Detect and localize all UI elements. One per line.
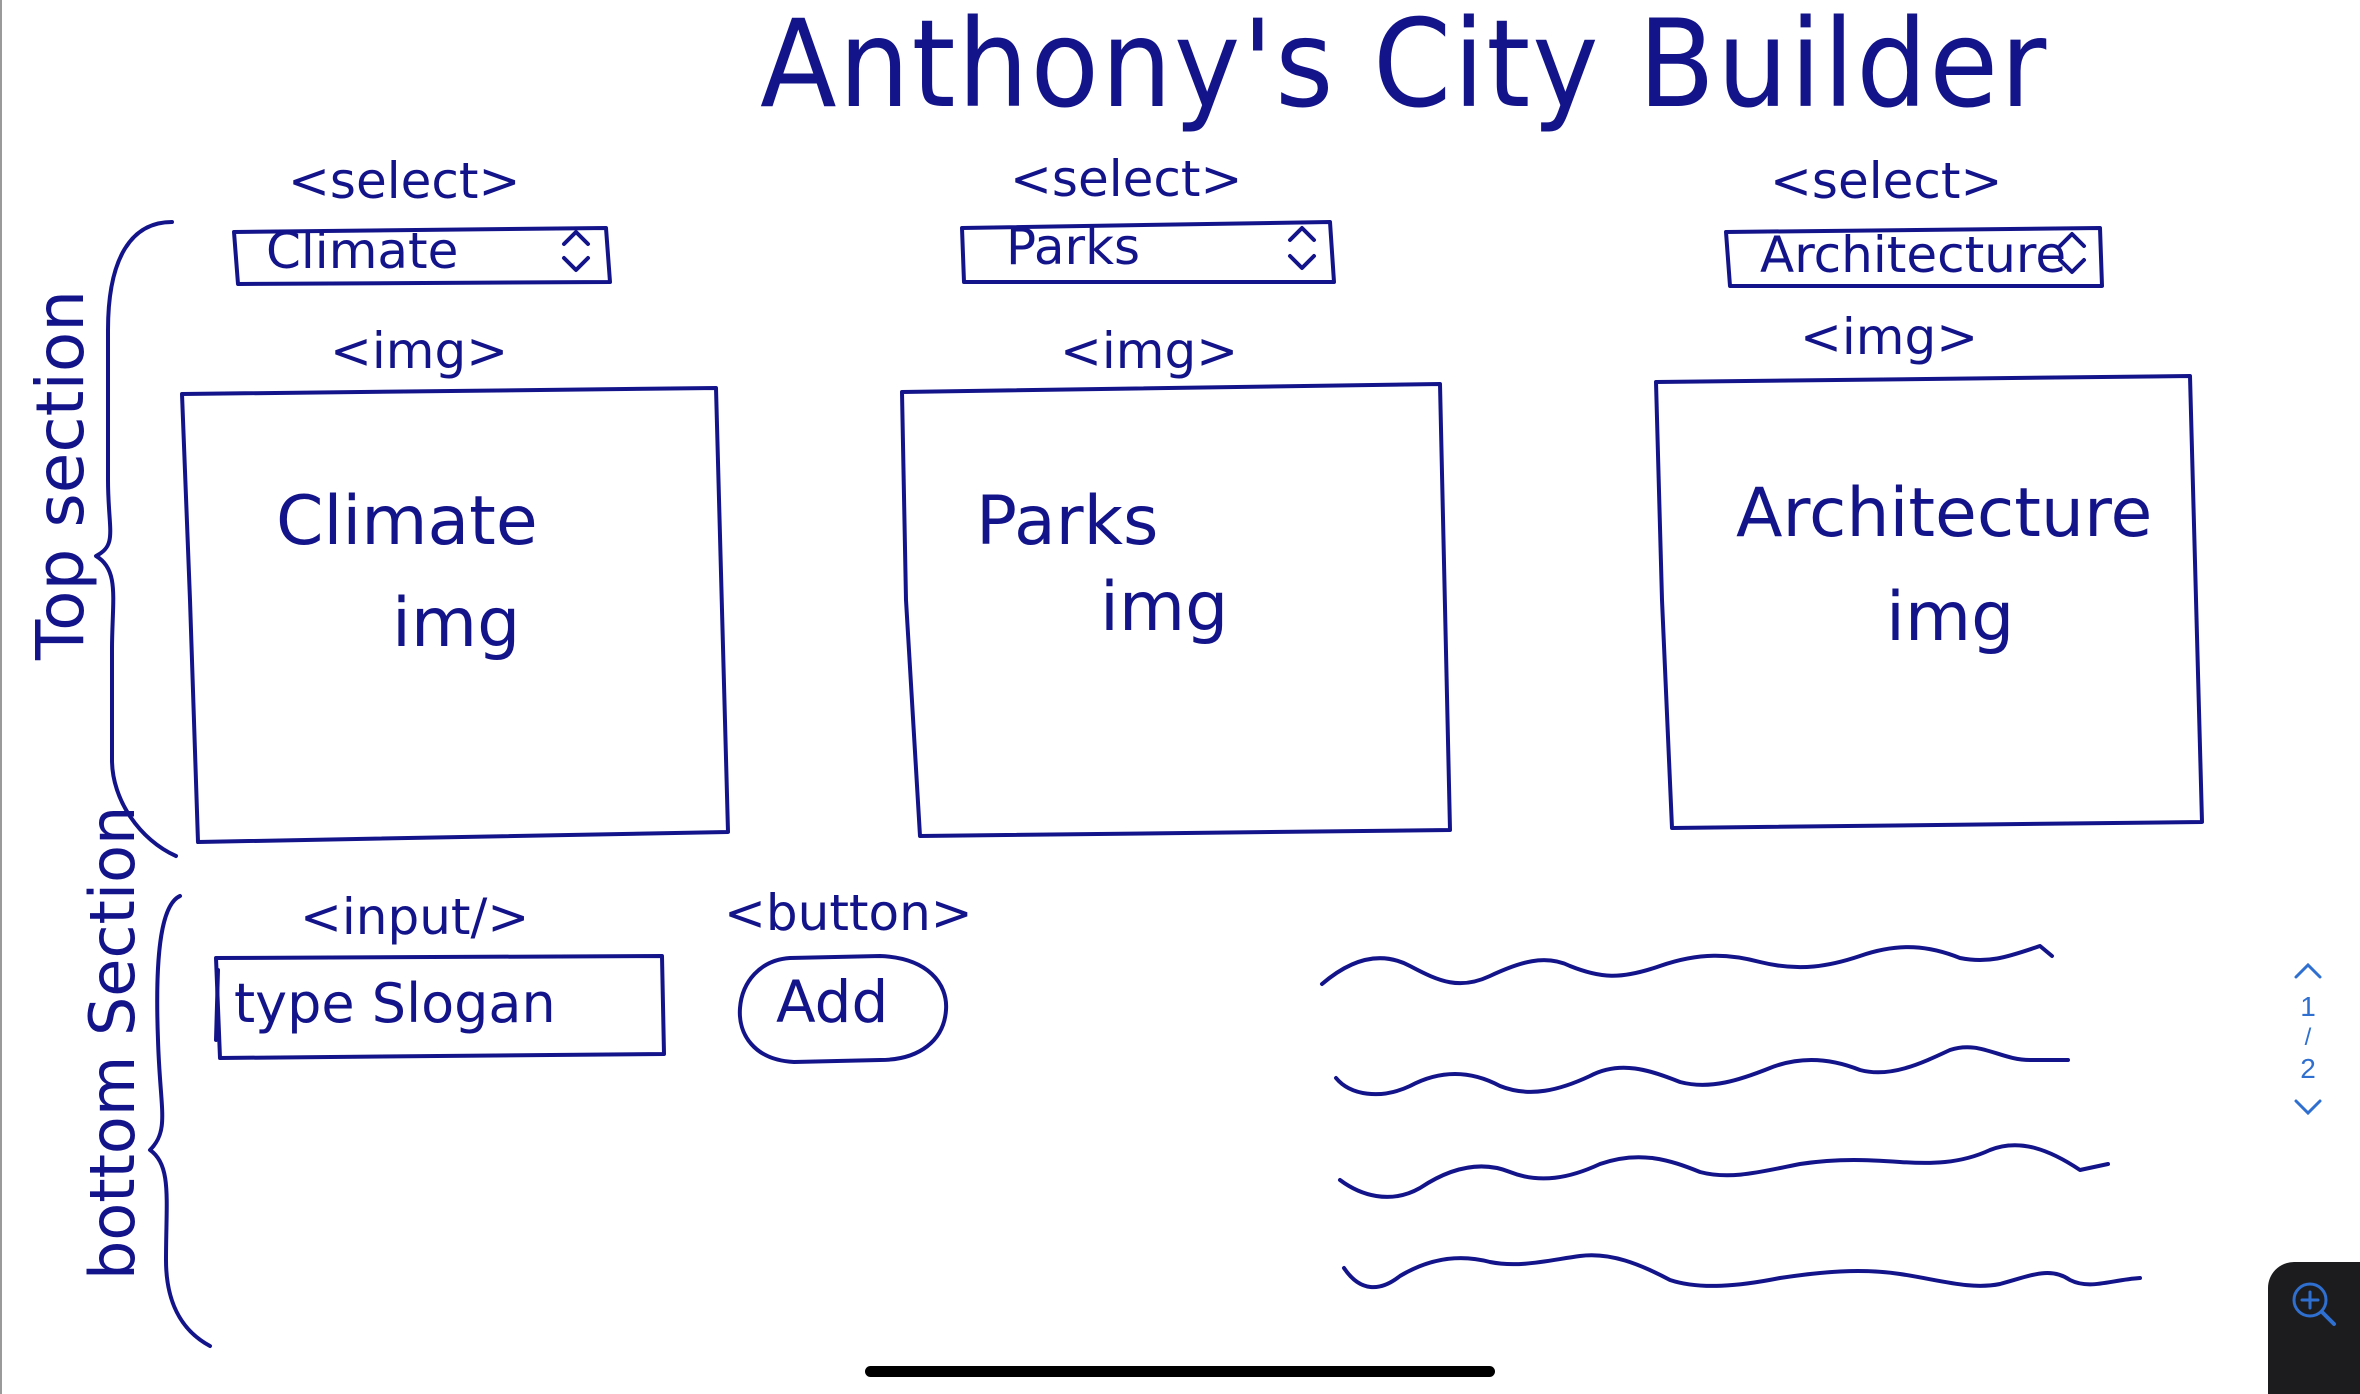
climate-img-caption-sub: img (392, 584, 521, 663)
button-tag-label: <button> (724, 884, 973, 942)
current-page: 1 (2300, 991, 2316, 1022)
chevron-down-icon[interactable] (2278, 1086, 2338, 1126)
viewer-left-edge (0, 0, 2, 1394)
input-tag-label: <input/> (300, 888, 530, 946)
img-box-parks (900, 382, 1452, 838)
climate-img-caption: Climate (276, 482, 538, 561)
parks-img-caption-sub: img (1100, 568, 1229, 647)
img-tag-label: <img> (1800, 308, 1979, 366)
zoom-panel (2268, 1262, 2360, 1394)
select-tag-label: <select> (1770, 152, 2003, 210)
slogan-input-box (214, 954, 666, 1060)
page-separator: / (2304, 1024, 2312, 1051)
home-indicator[interactable] (865, 1366, 1495, 1377)
top-section-brace (94, 220, 178, 858)
top-section-label: Top section (22, 289, 99, 660)
total-pages: 2 (2300, 1053, 2316, 1084)
climate-select[interactable]: Climate (266, 222, 459, 280)
parks-select[interactable]: Parks (1006, 218, 1141, 276)
architecture-img-caption: Architecture (1736, 474, 2153, 553)
select-box-climate (232, 226, 612, 286)
zoom-in-icon[interactable] (2290, 1280, 2340, 1334)
select-box-parks (960, 220, 1336, 284)
select-tag-label: <select> (288, 152, 521, 210)
img-tag-label: <img> (1060, 322, 1239, 380)
scribble-line-2 (1334, 1045, 2070, 1097)
scribble-line-1 (1320, 944, 2054, 986)
up-down-arrows-icon (562, 226, 2086, 274)
architecture-img-caption-sub: img (1886, 578, 2015, 657)
img-box-climate (180, 386, 730, 844)
chevron-up-icon[interactable] (2278, 950, 2338, 990)
page-navigator: 1 / 2 (2278, 950, 2338, 1126)
add-button[interactable]: Add (776, 968, 889, 1036)
parks-img-caption: Parks (976, 482, 1159, 561)
img-tag-label: <img> (330, 322, 509, 380)
select-box-architecture (1724, 226, 2104, 288)
scribble-line-3 (1338, 1143, 2110, 1199)
bottom-section-label: bottom Section (76, 805, 149, 1280)
bottom-section-brace (148, 894, 212, 1348)
img-box-architecture (1654, 374, 2204, 830)
select-tag-label: <select> (1010, 150, 1243, 208)
page-title: Anthony's City Builder (760, 0, 2049, 136)
slogan-input[interactable]: type Slogan (234, 972, 556, 1035)
add-button-outline (737, 954, 949, 1064)
architecture-select[interactable]: Architecture (1760, 226, 2067, 284)
input-cursor (214, 968, 220, 1042)
scribble-line-4 (1342, 1253, 2142, 1290)
